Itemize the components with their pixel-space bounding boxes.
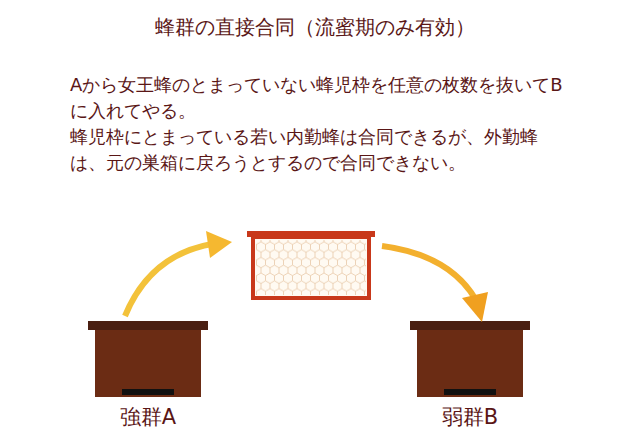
hive-a	[88, 321, 208, 397]
transfer-arrow	[125, 231, 488, 322]
note-text: Aから女王蜂のとまっていない蜂児枠を任意の枚数を抜いてBに入れてやる。	[70, 72, 570, 124]
hive-label: 弱群B	[390, 403, 550, 431]
title: 蜂群の直接合同（流蜜期のみ有効）	[0, 14, 630, 41]
hive-b	[410, 321, 530, 397]
brood-frame	[247, 231, 375, 298]
note-text: 蜂児枠にとまっている若い内勤蜂は合同できるが、外勤蜂は、元の巣箱に戻ろうとするの…	[70, 124, 570, 176]
hive-label: 強群A	[68, 403, 228, 431]
hive-box: 強群A	[88, 321, 208, 397]
hive-box: 弱群B	[410, 321, 530, 397]
